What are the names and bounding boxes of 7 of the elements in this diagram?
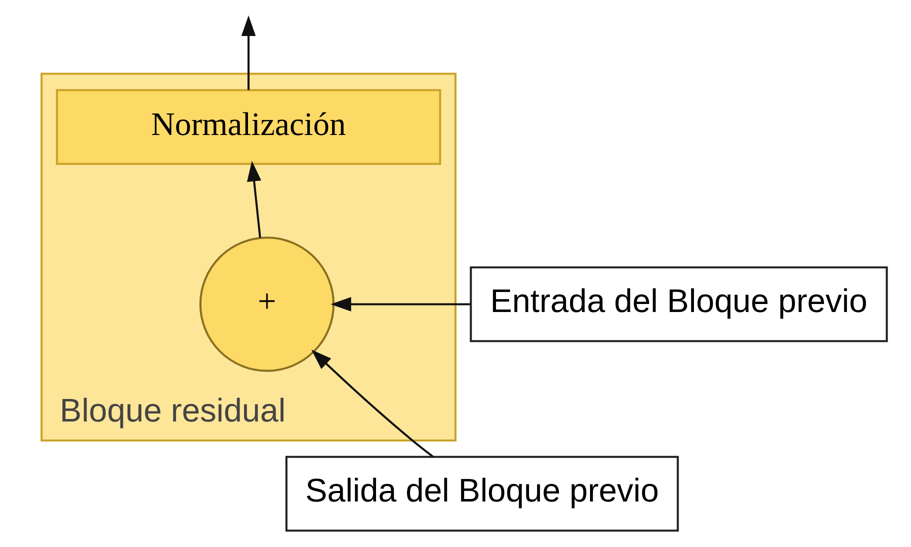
node-box: Entrada del Bloque previo — [469, 266, 888, 342]
node-box: Salida del Bloque previo — [284, 456, 678, 532]
node-box: Normalización — [55, 89, 441, 165]
arrow — [240, 15, 256, 90]
arrow — [330, 297, 470, 312]
node-circle: + — [198, 236, 334, 372]
arrow — [246, 160, 261, 238]
